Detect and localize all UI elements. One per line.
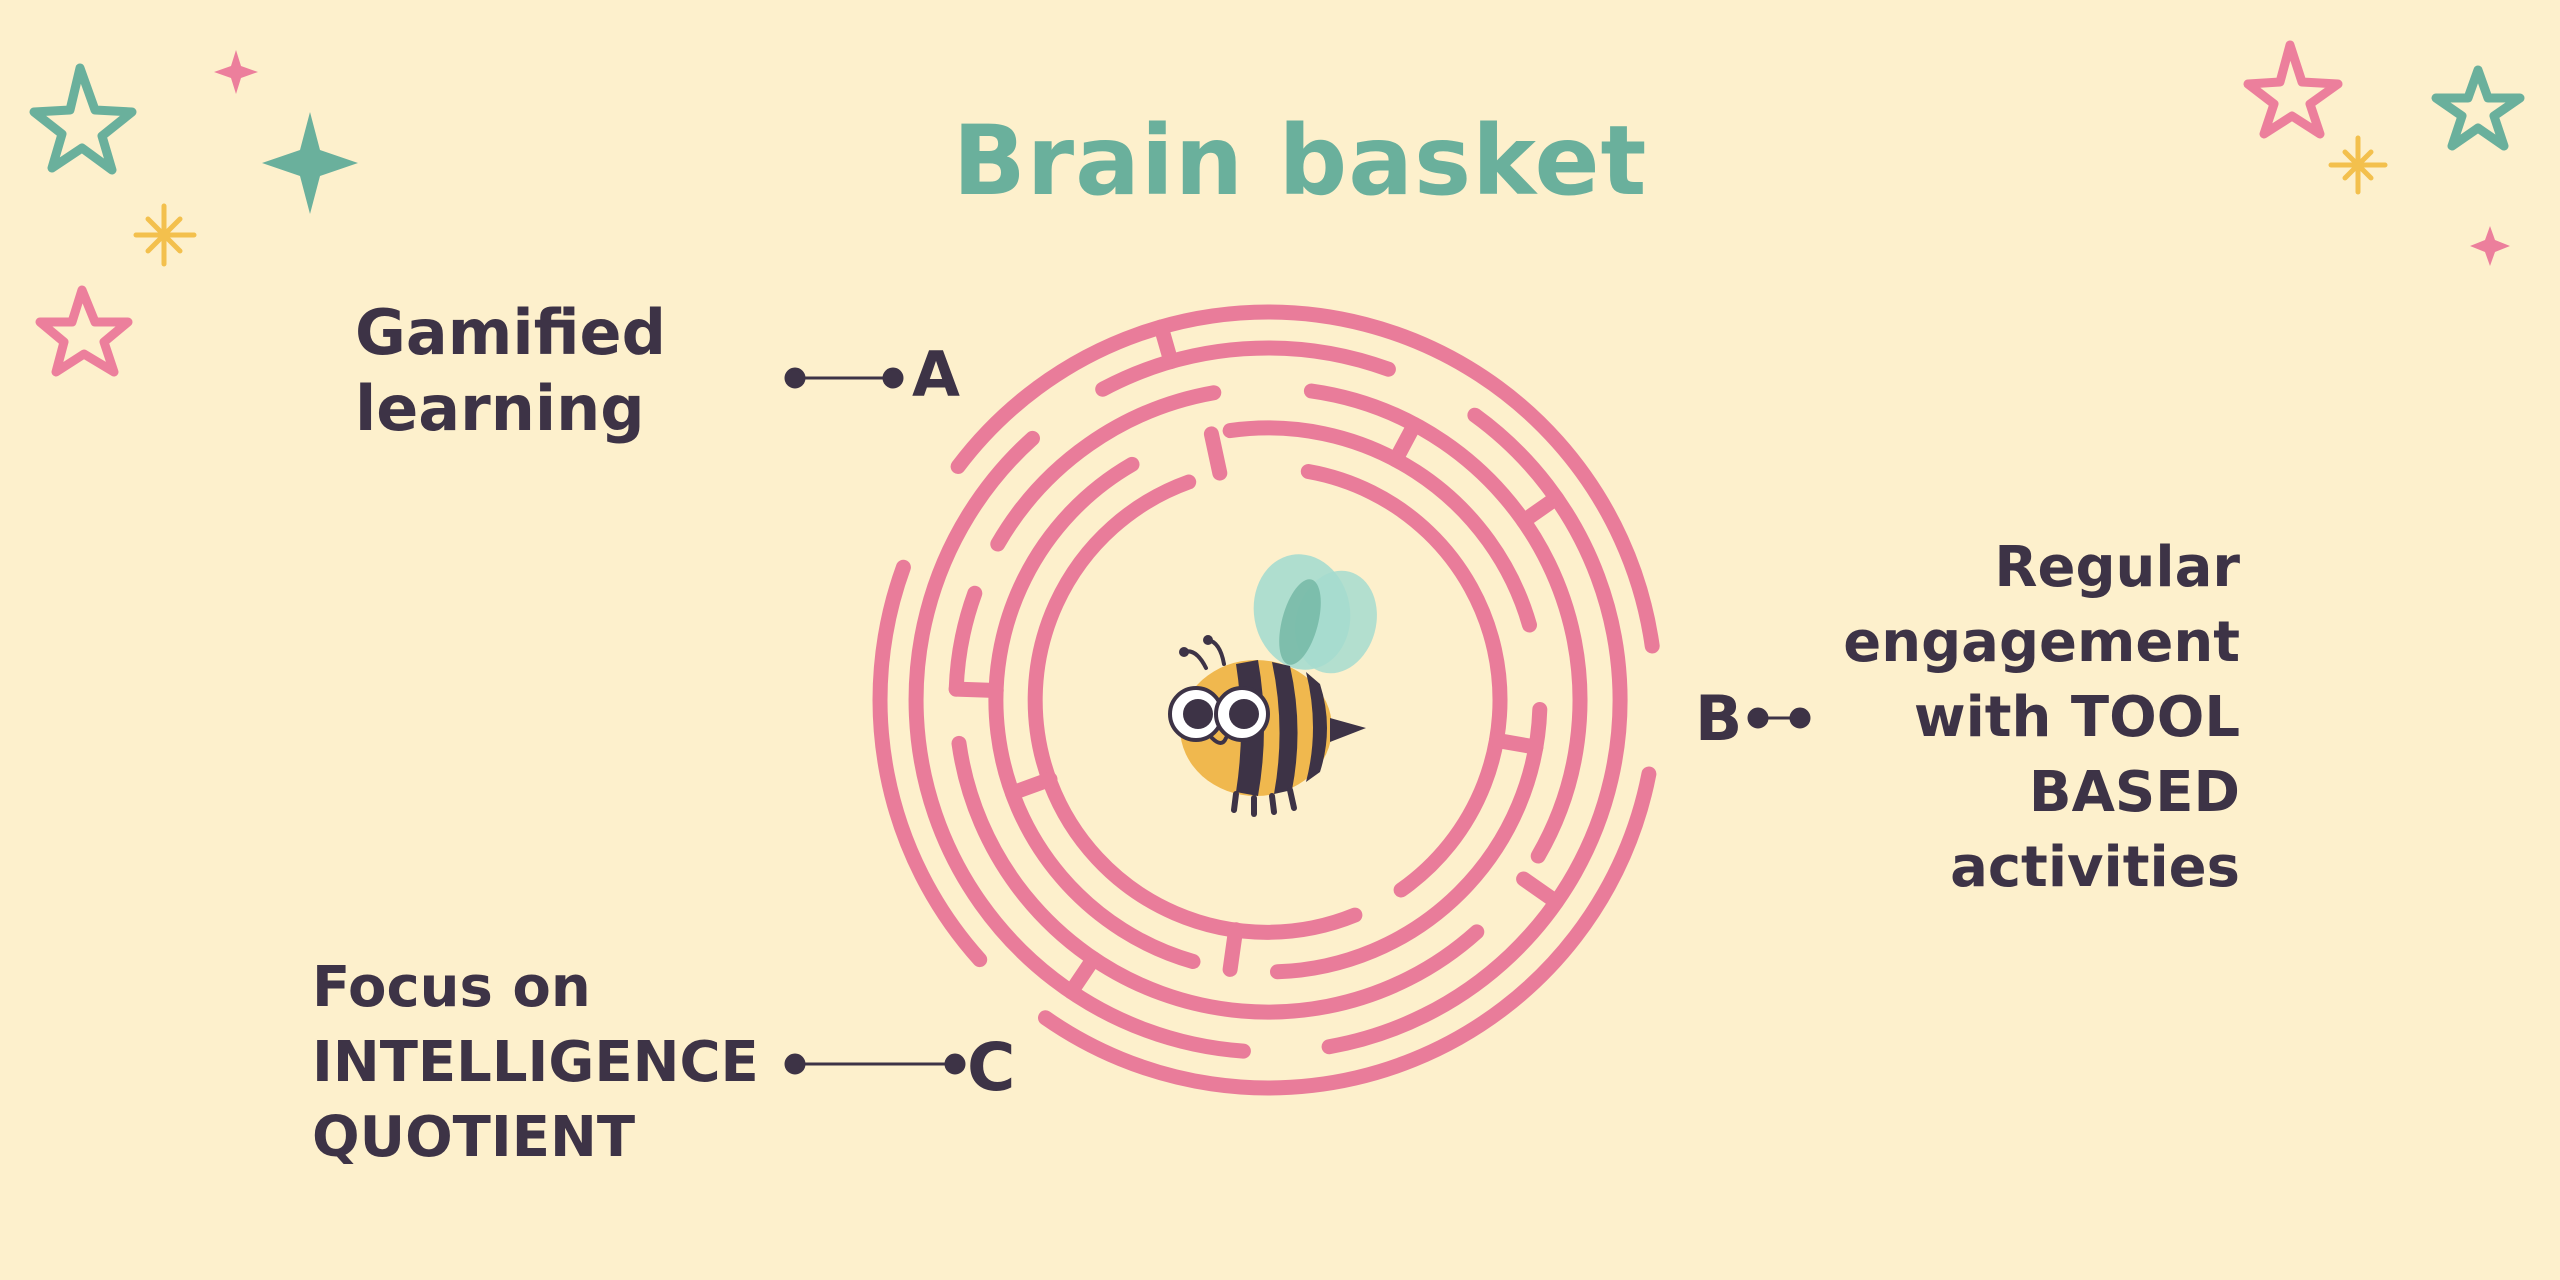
maze-wall bbox=[1270, 702, 1548, 980]
maze-wall bbox=[1203, 426, 1228, 481]
maze-wall bbox=[1303, 383, 1588, 864]
maze bbox=[872, 304, 1660, 1096]
sparkle-icon bbox=[214, 50, 258, 94]
maze-wall bbox=[1516, 871, 1564, 910]
connector-b bbox=[1747, 707, 1811, 729]
maze-wall bbox=[1222, 420, 1537, 633]
marker-c: C bbox=[967, 1029, 1015, 1106]
maze-wall bbox=[1063, 951, 1101, 1000]
maze-wall bbox=[1222, 922, 1244, 977]
sparkle-icon bbox=[2470, 226, 2510, 266]
maze-wall bbox=[948, 585, 983, 697]
maze-wall bbox=[872, 559, 988, 968]
maze-wall bbox=[990, 385, 1222, 552]
sparkle-icon bbox=[262, 112, 358, 214]
maze-wall bbox=[951, 735, 1485, 1020]
maze-wall bbox=[1321, 407, 1628, 1055]
marker-b: B bbox=[1695, 682, 1742, 755]
star-icon bbox=[2243, 40, 2343, 139]
bee-icon bbox=[1168, 554, 1377, 817]
page-title: Brain basket bbox=[952, 105, 1648, 217]
maze-wall bbox=[1388, 417, 1422, 468]
maze-wall bbox=[1516, 490, 1564, 529]
star-icon bbox=[2431, 65, 2525, 151]
sparkle-icon bbox=[2328, 135, 2388, 195]
maze-wall bbox=[1095, 340, 1396, 397]
maze-wall bbox=[988, 456, 1201, 969]
maze-wall bbox=[1489, 732, 1544, 755]
maze-wall bbox=[950, 304, 1660, 654]
maze-wall bbox=[908, 430, 1251, 1059]
star-icon bbox=[35, 285, 133, 377]
connector-c bbox=[784, 1053, 966, 1075]
maze-wall bbox=[1300, 464, 1508, 898]
maze-wall bbox=[948, 681, 1004, 698]
connector-a bbox=[784, 367, 904, 389]
label-a: Gamified learning bbox=[355, 296, 666, 445]
marker-a: A bbox=[912, 338, 960, 411]
sparkle-icon bbox=[133, 203, 197, 267]
label-c: Focus on INTELLIGENCE QUOTIENT bbox=[312, 955, 759, 1170]
maze-wall bbox=[1153, 319, 1179, 370]
star-icon bbox=[29, 63, 137, 175]
label-b: Regular engagement with TOOL BASED activ… bbox=[1843, 535, 2240, 900]
maze-wall bbox=[1004, 771, 1058, 801]
maze-wall bbox=[1038, 766, 1657, 1096]
